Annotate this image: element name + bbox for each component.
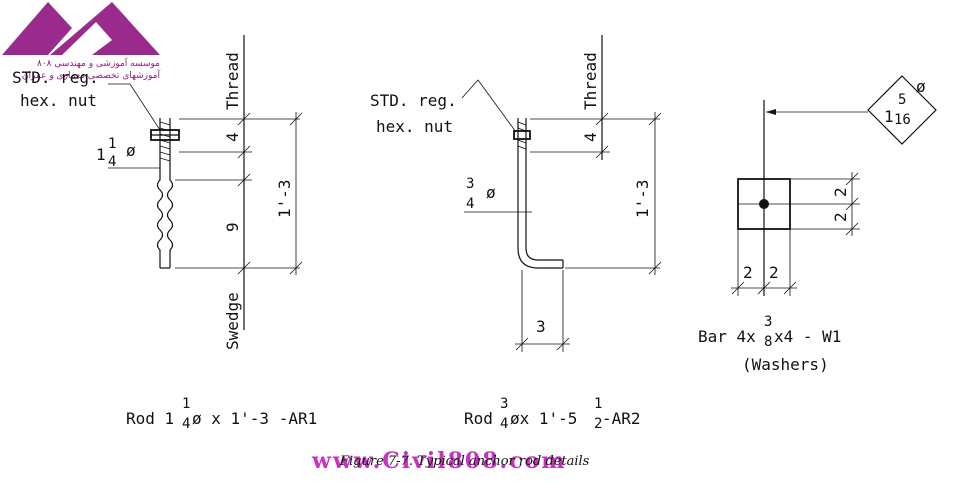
washer-title-den: 8: [764, 334, 772, 350]
rod1-nut-leader: [108, 83, 161, 131]
figure-caption: Figure 7-7. Typical anchor rod details: [339, 454, 590, 469]
rod1-swedge-label: Swedge: [223, 292, 242, 350]
washer-hdim-ticks: [731, 281, 797, 295]
rod2-nut-note-line2: hex. nut: [376, 117, 453, 136]
rod1-nut-dim: 4: [223, 132, 242, 142]
rod1-nut-note-line2: hex. nut: [20, 91, 97, 110]
rod1-thread-hatch: [159, 121, 171, 162]
rod1-dia-symbol: ø: [126, 141, 136, 160]
rod1-nut-note-line1: STD. reg.: [12, 68, 99, 87]
rod1-swedge-right: [166, 165, 174, 268]
rod2-title-den: 4: [500, 416, 508, 432]
rod2-dia-num: 3: [466, 176, 474, 192]
washer-hole: [759, 199, 769, 209]
rod1-swedge-left: [156, 165, 164, 268]
weld-symbol-phi: ø: [916, 77, 926, 96]
rod2-nut-dim: 4: [581, 132, 600, 142]
rod2-total-dim: 1'-3: [633, 179, 652, 218]
rod2-hook-inner: [525, 150, 563, 261]
washer-dim-v2: 2: [831, 212, 850, 222]
rod1-dim-ticks: [237, 112, 303, 275]
rod2-title-mid: øx 1'-5: [510, 409, 577, 428]
rod2-dia-den: 4: [466, 196, 474, 212]
logo-text-line2: آموزشهای تخصصی معماری و عمران: [22, 69, 161, 81]
rod1-title-prefix: Rod 1: [126, 409, 174, 428]
rod1-title-rest: ø x 1'-3 -AR1: [192, 409, 317, 428]
weld-symbol-whole: 1: [884, 107, 894, 126]
rod2-detail: STD. reg. hex. nut 3 4 ø Thread 4 1'-3 3: [370, 35, 662, 432]
rod2-hook-dim: 3: [536, 317, 546, 336]
washer-detail: ø 5 1 16 2 2 2 2 Bar 4x 3 8 x4 - W1 (Was…: [698, 75, 937, 374]
rod2-thread-hatch: [517, 121, 527, 150]
site-watermark: www.Civil808.com: [311, 448, 567, 474]
rod1-detail: STD. reg. hex. nut 1 1 4 ø Thread 4 9: [12, 35, 317, 432]
rod2-hook-ticks: [515, 337, 570, 351]
washer-vdim-ticks: [845, 172, 859, 236]
rod2-thread-label: Thread: [581, 52, 600, 110]
washer-title-rest: x4 - W1: [774, 327, 841, 346]
rod2-nut-leader: [461, 79, 517, 133]
logo-left-peak: [2, 2, 72, 55]
rod1-title-den: 4: [182, 416, 190, 432]
logo-watermark: موسسه آموزشی و مهندسی ۸۰۸ آموزشهای تخصصی…: [2, 2, 160, 81]
logo-text-line1: موسسه آموزشی و مهندسی ۸۰۸: [37, 57, 160, 69]
rod2-dim-ticks: [595, 112, 662, 275]
rod2-title-den2: 2: [594, 416, 602, 432]
rod2-hex-nut: [513, 130, 531, 140]
logo-center-notch: [62, 22, 112, 55]
weld-symbol-diamond: [867, 75, 937, 145]
weld-symbol-num: 5: [898, 92, 906, 108]
rod2-nut-note-line1: STD. reg.: [370, 91, 457, 110]
weld-symbol-den: 16: [894, 112, 911, 128]
washer-dim-h1: 2: [743, 263, 753, 282]
rod1-dia-den: 4: [108, 154, 116, 170]
rod1-dia-num: 1: [108, 136, 116, 152]
washer-subtitle: (Washers): [742, 355, 829, 374]
rod1-thread-label: Thread: [223, 52, 242, 110]
rod1-swedge-len: 9: [223, 222, 242, 232]
washer-title-num: 3: [764, 314, 772, 330]
rod1-dia-whole: 1: [96, 145, 106, 164]
rod1-title-num: 1: [182, 396, 190, 412]
rod2-title-num2: 1: [594, 396, 602, 412]
washer-dim-v1: 2: [831, 187, 850, 197]
rod2-hook-outer: [517, 150, 563, 269]
washer-title-prefix: Bar 4x: [698, 327, 756, 346]
washer-dim-h2: 2: [769, 263, 779, 282]
rod2-title-num: 3: [500, 396, 508, 412]
rod1-total-dim: 1'-3: [275, 179, 294, 218]
weld-arrowhead: [766, 109, 776, 115]
rod2-dia-symbol: ø: [486, 183, 496, 202]
rod2-title-rest: -AR2: [602, 409, 641, 428]
rod2-title-prefix: Rod: [464, 409, 493, 428]
